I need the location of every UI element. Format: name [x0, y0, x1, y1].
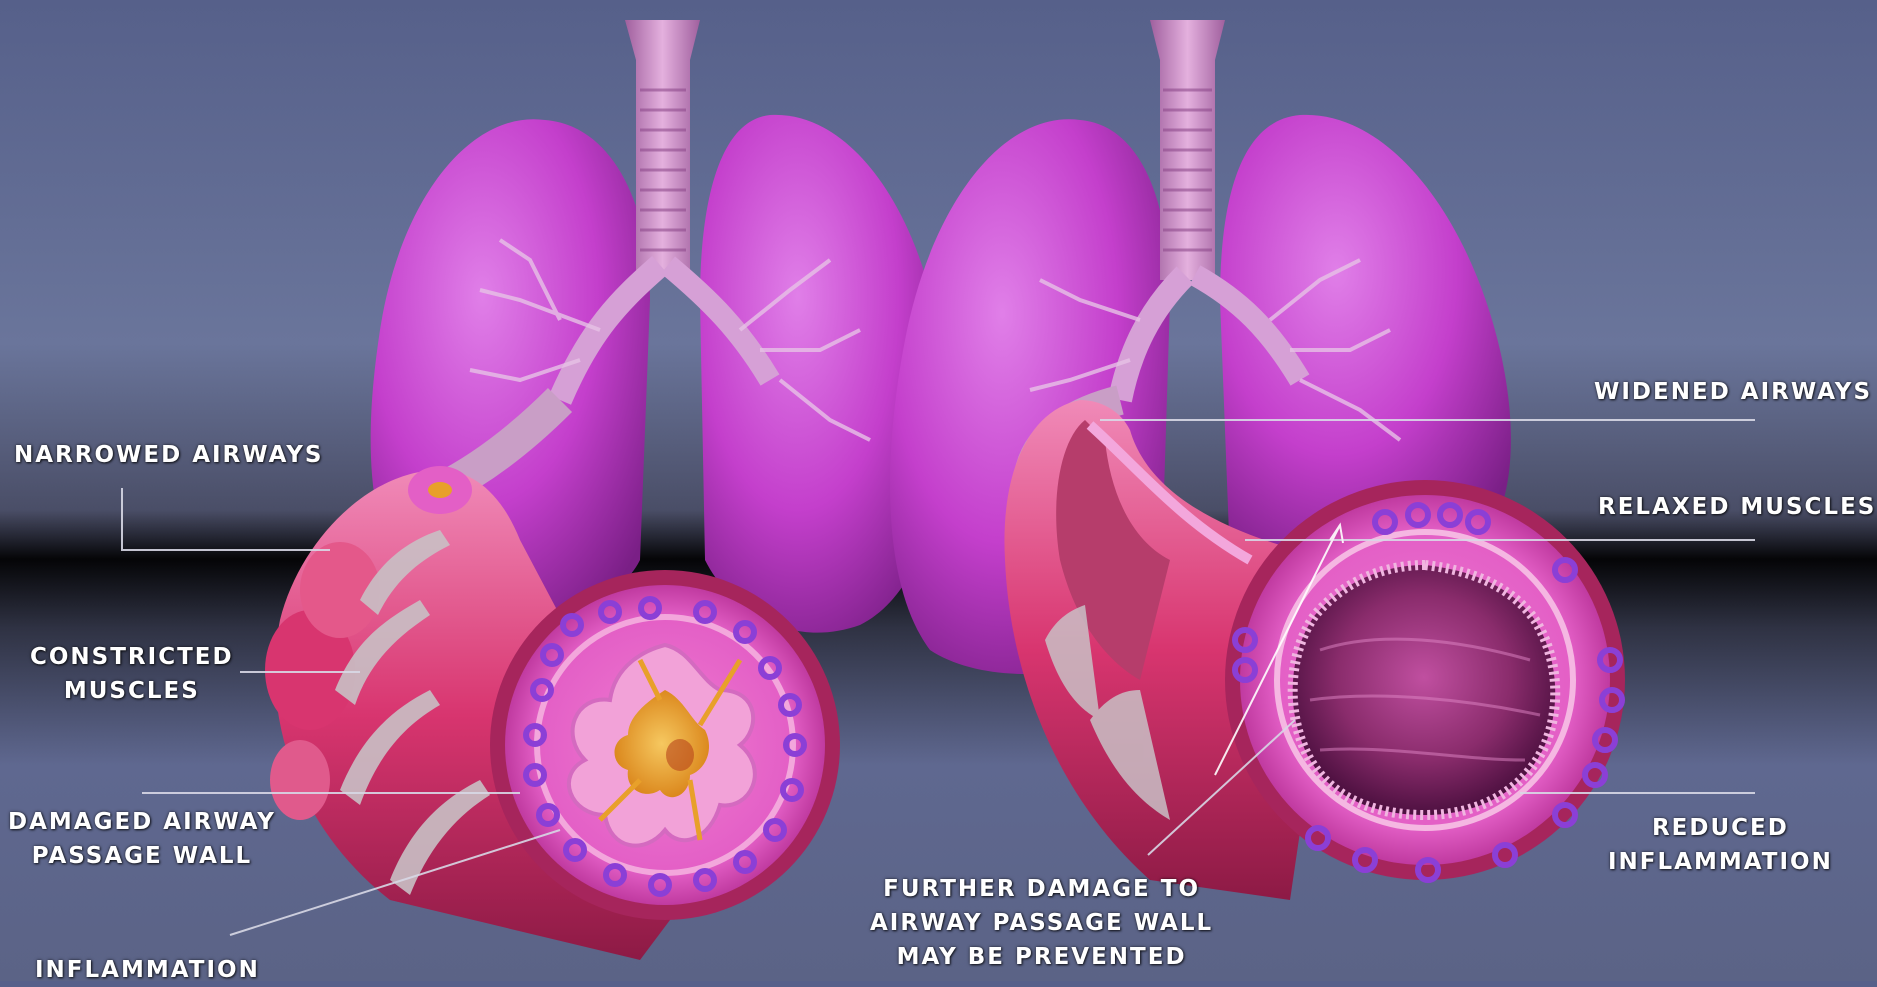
label-inflammation-text: INFLAMMATION	[35, 953, 260, 987]
label-damaged-airway-wall: DAMAGED AIRWAY PASSAGE WALL	[8, 805, 276, 873]
label-narrowed-airways-text: NARROWED AIRWAYS	[14, 438, 323, 472]
open-lumen	[1293, 565, 1556, 815]
leader-narrowed-airways	[122, 488, 330, 550]
label-reduced-line1: REDUCED	[1608, 811, 1833, 845]
label-reduced-line2: INFLAMMATION	[1608, 845, 1833, 879]
label-further-line2: AIRWAY PASSAGE WALL	[870, 906, 1213, 940]
label-relaxed-muscles: RELAXED MUSCLES	[1598, 490, 1876, 524]
label-constricted-line1: CONSTRICTED	[30, 640, 234, 674]
label-widened-airways-text: WIDENED AIRWAYS	[1594, 375, 1872, 409]
left-trachea	[625, 20, 700, 270]
label-further-damage: FURTHER DAMAGE TO AIRWAY PASSAGE WALL MA…	[870, 872, 1213, 974]
label-widened-airways: WIDENED AIRWAYS	[1594, 375, 1872, 409]
label-relaxed-muscles-text: RELAXED MUSCLES	[1598, 490, 1876, 524]
label-narrowed-airways: NARROWED AIRWAYS	[14, 438, 323, 472]
label-damaged-line1: DAMAGED AIRWAY	[8, 805, 276, 839]
label-inflammation: INFLAMMATION	[35, 953, 260, 987]
label-reduced-inflammation: REDUCED INFLAMMATION	[1608, 811, 1833, 879]
label-constricted-line2: MUSCLES	[30, 674, 234, 708]
label-further-line3: MAY BE PREVENTED	[870, 940, 1213, 974]
label-constricted-muscles: CONSTRICTED MUSCLES	[30, 640, 234, 708]
label-damaged-line2: PASSAGE WALL	[8, 839, 276, 873]
label-further-line1: FURTHER DAMAGE TO	[870, 872, 1213, 906]
narrowed-airway-cross-section	[490, 570, 840, 920]
